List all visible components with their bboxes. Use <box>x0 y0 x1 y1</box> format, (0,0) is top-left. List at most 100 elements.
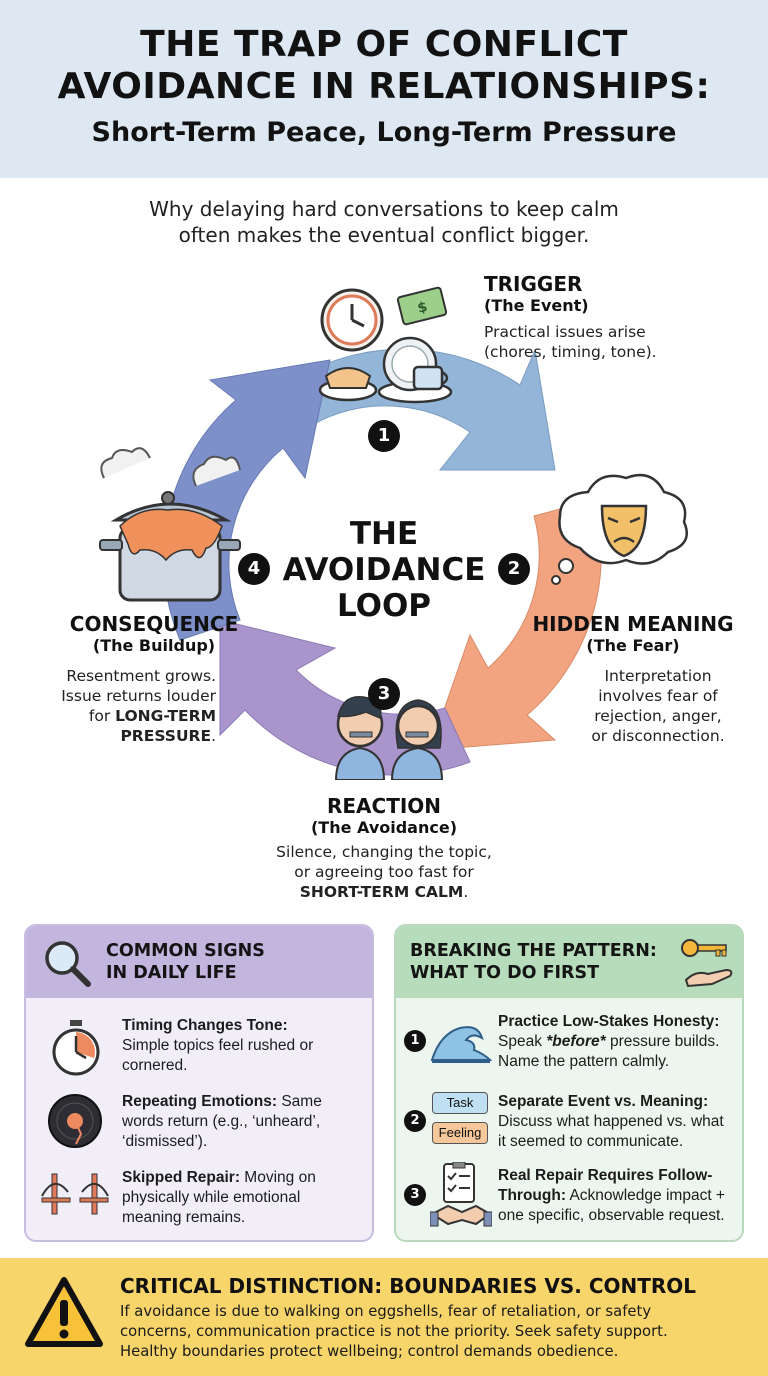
stage-1-desc-line: (chores, timing, tone). <box>484 343 657 361</box>
stage-2-desc-line: or disconnection. <box>591 727 725 745</box>
sign-item-3-tail: Moving on <box>240 1169 316 1186</box>
reaction-arrow <box>219 619 471 776</box>
common-signs-panel: COMMON SIGNS IN DAILY LIFE Timing Change… <box>24 924 374 1242</box>
stage-1-description: Practical issues arise (chores, timing, … <box>484 322 657 362</box>
stopwatch-icon <box>52 1020 100 1076</box>
pattern-item-2-heading: Separate Event vs. Meaning: <box>498 1093 709 1110</box>
sign-item-1: Timing Changes Tone: Simple topics feel … <box>122 1016 362 1076</box>
stage-2-desc-line: involves fear of <box>598 687 718 705</box>
stage-4-desc-line: for LONG-TERM <box>30 706 216 726</box>
pattern-item-1: Practice Low-Stakes Honesty: Speak *befo… <box>498 1012 742 1072</box>
sign-item-2: Repeating Emotions: Same words return (e… <box>122 1092 362 1152</box>
title-banner: THE TRAP OF CONFLICT AVOIDANCE IN RELATI… <box>0 0 768 178</box>
sign-item-3-line: physically while emotional <box>122 1189 301 1206</box>
sign-item-2-heading: Repeating Emotions: <box>122 1093 278 1110</box>
title-line-1: THE TRAP OF CONFLICT <box>140 24 628 65</box>
stage-1-badge: 1 <box>368 420 400 452</box>
stage-3-badge: 3 <box>368 678 400 710</box>
common-signs-title: COMMON SIGNS IN DAILY LIFE <box>106 940 265 984</box>
stage-3-description: Silence, changing the topic, or agreeing… <box>234 842 534 902</box>
sign-item-2-line: words return (e.g., ‘unheard’, <box>122 1113 321 1130</box>
warning-line-2: concerns, communication practice is not … <box>120 1323 668 1340</box>
center-line-3: LOOP <box>336 588 432 624</box>
intro-line-2: often makes the eventual conflict bigger… <box>178 223 590 247</box>
pattern-item-3: Real Repair Requires Follow- Through: Ac… <box>498 1166 742 1226</box>
page-subtitle: Short-Term Peace, Long-Term Pressure <box>91 117 677 148</box>
warning-line-1: If avoidance is due to walking on eggshe… <box>120 1303 652 1320</box>
pattern-title-line-2: WHAT TO DO FIRST <box>410 963 600 983</box>
intro-line-1: Why delaying hard conversations to keep … <box>149 197 619 221</box>
sign-item-3-heading: Skipped Repair: <box>122 1169 240 1186</box>
stage-4-for: for <box>88 707 116 725</box>
stage-2-description: Interpretation involves fear of rejectio… <box>568 666 748 746</box>
sign-item-2-line: ‘dismissed’). <box>122 1133 208 1150</box>
stage-1-subtitle: (The Event) <box>484 296 589 315</box>
long-term-emphasis: LONG-TERM <box>115 707 216 725</box>
thought-bubble-sad-mask-icon <box>551 473 688 585</box>
pattern-item-2-line: Discuss what happened vs. what <box>498 1113 724 1130</box>
critical-distinction-banner: CRITICAL DISTINCTION: BOUNDARIES VS. CON… <box>0 1258 768 1376</box>
stage-2-desc-line: Interpretation <box>604 667 712 685</box>
pattern-badge-1: 1 <box>404 1030 426 1052</box>
stage-3-title: REACTION <box>326 794 442 818</box>
common-signs-header: COMMON SIGNS IN DAILY LIFE <box>26 926 372 998</box>
pattern-title-line-1: BREAKING THE PATTERN: <box>410 941 657 961</box>
stage-4-subtitle: (The Buildup) <box>92 636 216 655</box>
stage-3-subtitle: (The Avoidance) <box>310 818 458 837</box>
sign-item-3: Skipped Repair: Moving on physically whi… <box>122 1168 362 1228</box>
stage-2-subtitle: (The Fear) <box>586 636 680 655</box>
stage-1-desc-line: Practical issues arise <box>484 323 646 341</box>
silent-couple-icon <box>334 696 444 780</box>
stage-4-description: Resentment grows. Issue returns louder f… <box>30 666 216 746</box>
sign-item-3-line: meaning remains. <box>122 1209 246 1226</box>
stage-3-desc-line: Silence, changing the topic, <box>276 843 492 861</box>
signs-title-line-2: IN DAILY LIFE <box>106 963 237 983</box>
broken-bridge-icon <box>41 1173 109 1215</box>
breaking-pattern-panel: BREAKING THE PATTERN: WHAT TO DO FIRST 1… <box>394 924 744 1242</box>
pattern-badge-3: 3 <box>404 1184 426 1206</box>
stage-4-desc-line: PRESSURE. <box>30 726 216 746</box>
task-tag: Task <box>432 1092 488 1114</box>
checklist-handshake-icon <box>430 1162 492 1227</box>
pattern-item-1-heading: Practice Low-Stakes Honesty: <box>498 1013 720 1030</box>
pattern-item-3-line: one specific, observable request. <box>498 1207 725 1224</box>
wave-icon <box>430 1026 492 1063</box>
sign-item-1-heading: Timing Changes Tone: <box>122 1017 288 1034</box>
pattern-item-3-heading-end: Through: <box>498 1187 567 1204</box>
fear-arrow <box>429 499 602 751</box>
stage-3-desc-line: or agreeing too fast for <box>294 863 474 881</box>
intro-text: Why delaying hard conversations to keep … <box>84 196 684 248</box>
stage-4-badge: 4 <box>238 553 270 585</box>
pattern-item-2-line: it seemed to communicate. <box>498 1133 684 1150</box>
pattern-item-3-heading: Real Repair Requires Follow- <box>498 1167 713 1184</box>
pattern-item-1-tail: pressure builds. <box>605 1033 720 1050</box>
stage-4-desc-line: Resentment grows. <box>66 667 216 685</box>
stage-4-period: . <box>211 727 216 745</box>
signs-title-line-1: COMMON SIGNS <box>106 941 265 961</box>
pattern-badge-2: 2 <box>404 1110 426 1132</box>
warning-line-3: Healthy boundaries protect wellbeing; co… <box>120 1343 619 1360</box>
key-in-hand-icon <box>681 939 733 988</box>
page-title: THE TRAP OF CONFLICT AVOIDANCE IN RELATI… <box>0 24 768 108</box>
stage-1-title: TRIGGER <box>484 272 583 296</box>
avoidance-loop-diagram: $ <box>99 286 688 780</box>
stage-3-period: . <box>463 883 469 901</box>
pattern-item-1-emphasis: *before* <box>546 1033 606 1050</box>
critical-distinction-title: CRITICAL DISTINCTION: BOUNDARIES VS. CON… <box>120 1274 697 1298</box>
boiling-pot-icon <box>99 447 241 602</box>
pattern-item-3-tail: Acknowledge impact + <box>566 1187 725 1204</box>
pressure-emphasis: PRESSURE <box>120 727 212 745</box>
sign-item-1-line: Simple topics feel rushed or <box>122 1037 314 1054</box>
center-line-1: THE <box>349 516 419 552</box>
stage-4-desc-line: Issue returns louder <box>61 687 216 705</box>
sign-item-2-tail: Same <box>277 1093 322 1110</box>
loop-center-title: THE AVOIDANCE LOOP <box>264 516 504 624</box>
title-line-2: AVOIDANCE IN RELATIONSHIPS: <box>57 66 711 107</box>
stage-2-badge: 2 <box>498 553 530 585</box>
feeling-tag: Feeling <box>432 1122 488 1144</box>
stage-3-desc-line: SHORT-TERM CALM. <box>234 882 534 902</box>
warning-triangle-icon <box>25 1277 103 1347</box>
short-term-calm-emphasis: SHORT-TERM CALM <box>299 883 464 901</box>
stage-2-title: HIDDEN MEANING <box>532 612 734 636</box>
pattern-item-1-line: Name the pattern calmly. <box>498 1053 670 1070</box>
